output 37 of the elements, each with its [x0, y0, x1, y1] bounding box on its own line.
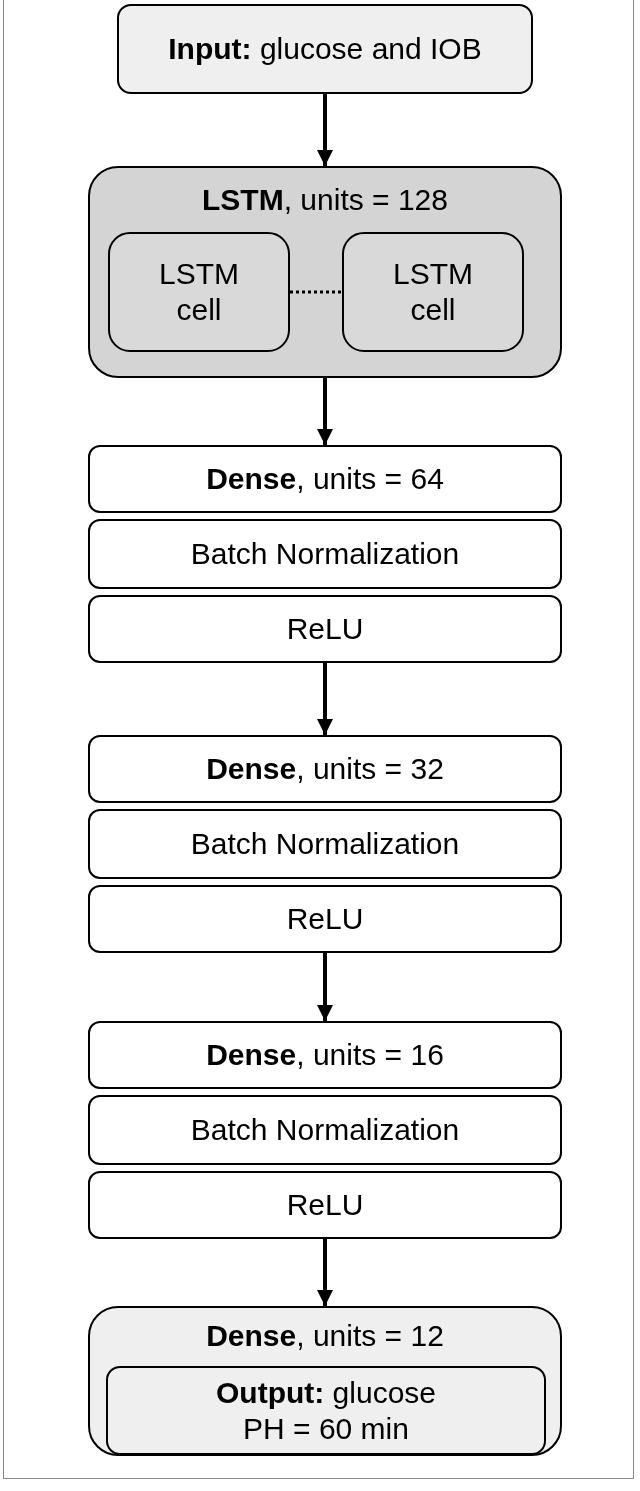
- node-label: Batch Normalization: [190, 826, 460, 862]
- arrow: [317, 378, 333, 445]
- node-label: Dense, units = 64: [206, 461, 444, 497]
- node-label: Input: glucose and IOB: [168, 31, 482, 67]
- node-label: Dense, units = 12: [206, 1318, 444, 1354]
- lstm-cell-box: [342, 232, 524, 352]
- node-label: LSTM cell: [158, 256, 240, 328]
- node-label: ReLU: [286, 1187, 364, 1223]
- node-label: Output: glucose: [216, 1374, 436, 1411]
- layer-box: [88, 595, 562, 663]
- node-label: Dense, units = 16: [206, 1037, 444, 1073]
- layer-box: [88, 519, 562, 589]
- node-label: ReLU: [286, 901, 364, 937]
- layer-container: [88, 1306, 562, 1456]
- node-label: Dense, units = 32: [206, 751, 444, 787]
- arrow: [317, 1239, 333, 1306]
- layer-box: [88, 445, 562, 513]
- node-label: PH = 60 min: [243, 1410, 409, 1447]
- dotted-connector: [290, 290, 342, 294]
- node-label: ReLU: [286, 611, 364, 647]
- output-box: [106, 1366, 546, 1455]
- layer-box: [88, 809, 562, 879]
- layer-box: [88, 1021, 562, 1089]
- lstm-cell-box: [108, 232, 290, 352]
- node-label: LSTM cell: [392, 256, 474, 328]
- arrow: [317, 663, 333, 735]
- arrow: [317, 94, 333, 166]
- layer-box: [88, 1095, 562, 1165]
- layer-box: [88, 735, 562, 803]
- layer-box: [88, 885, 562, 953]
- node-label: Batch Normalization: [190, 536, 460, 572]
- arrow: [317, 953, 333, 1021]
- layer-box: [88, 1171, 562, 1239]
- node-label: Batch Normalization: [190, 1112, 460, 1148]
- node-label: LSTM, units = 128: [202, 182, 448, 218]
- input-box: [117, 4, 533, 94]
- layer-container: [88, 166, 562, 378]
